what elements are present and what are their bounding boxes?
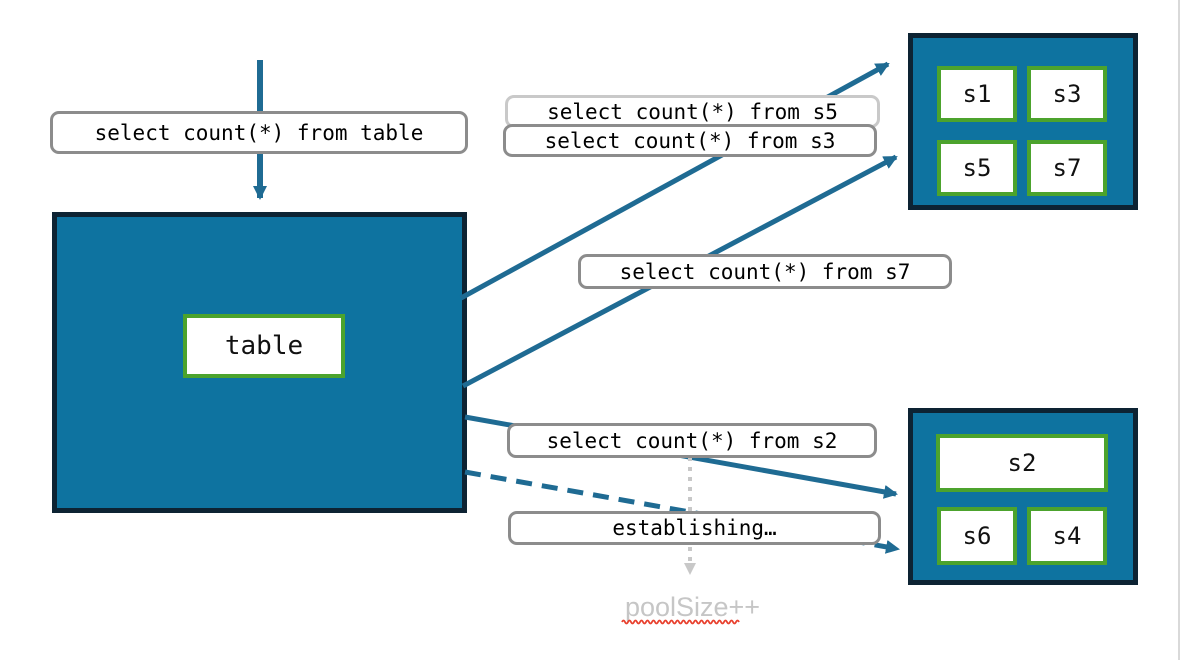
shard-box-s3: s3: [1027, 66, 1107, 122]
poolsize-text: poolSize++: [624, 592, 761, 622]
query-label-table: select count(*) from table: [50, 111, 468, 154]
shard-box-s5: s5: [937, 140, 1017, 196]
shard-cluster-top: s1 s3 s5 s7: [908, 33, 1138, 210]
status-label-establishing: establishing…: [508, 511, 881, 545]
slide-right-edge: [1178, 0, 1180, 660]
query-label-s5: select count(*) from s5: [505, 95, 880, 128]
shard-box-s4: s4: [1027, 507, 1107, 565]
shard-cluster-bottom: s2 s6 s4: [908, 408, 1138, 585]
table-container-box: table: [52, 212, 467, 513]
table-node: table: [183, 314, 345, 378]
query-label-s3: select count(*) from s3: [503, 124, 877, 157]
query-label-s7: select count(*) from s7: [578, 254, 952, 289]
shard-box-s6: s6: [937, 507, 1017, 565]
shard-box-s2: s2: [936, 434, 1108, 492]
shard-box-s1: s1: [937, 66, 1017, 122]
shard-box-s7: s7: [1027, 140, 1107, 196]
query-label-s2: select count(*) from s2: [507, 423, 877, 458]
